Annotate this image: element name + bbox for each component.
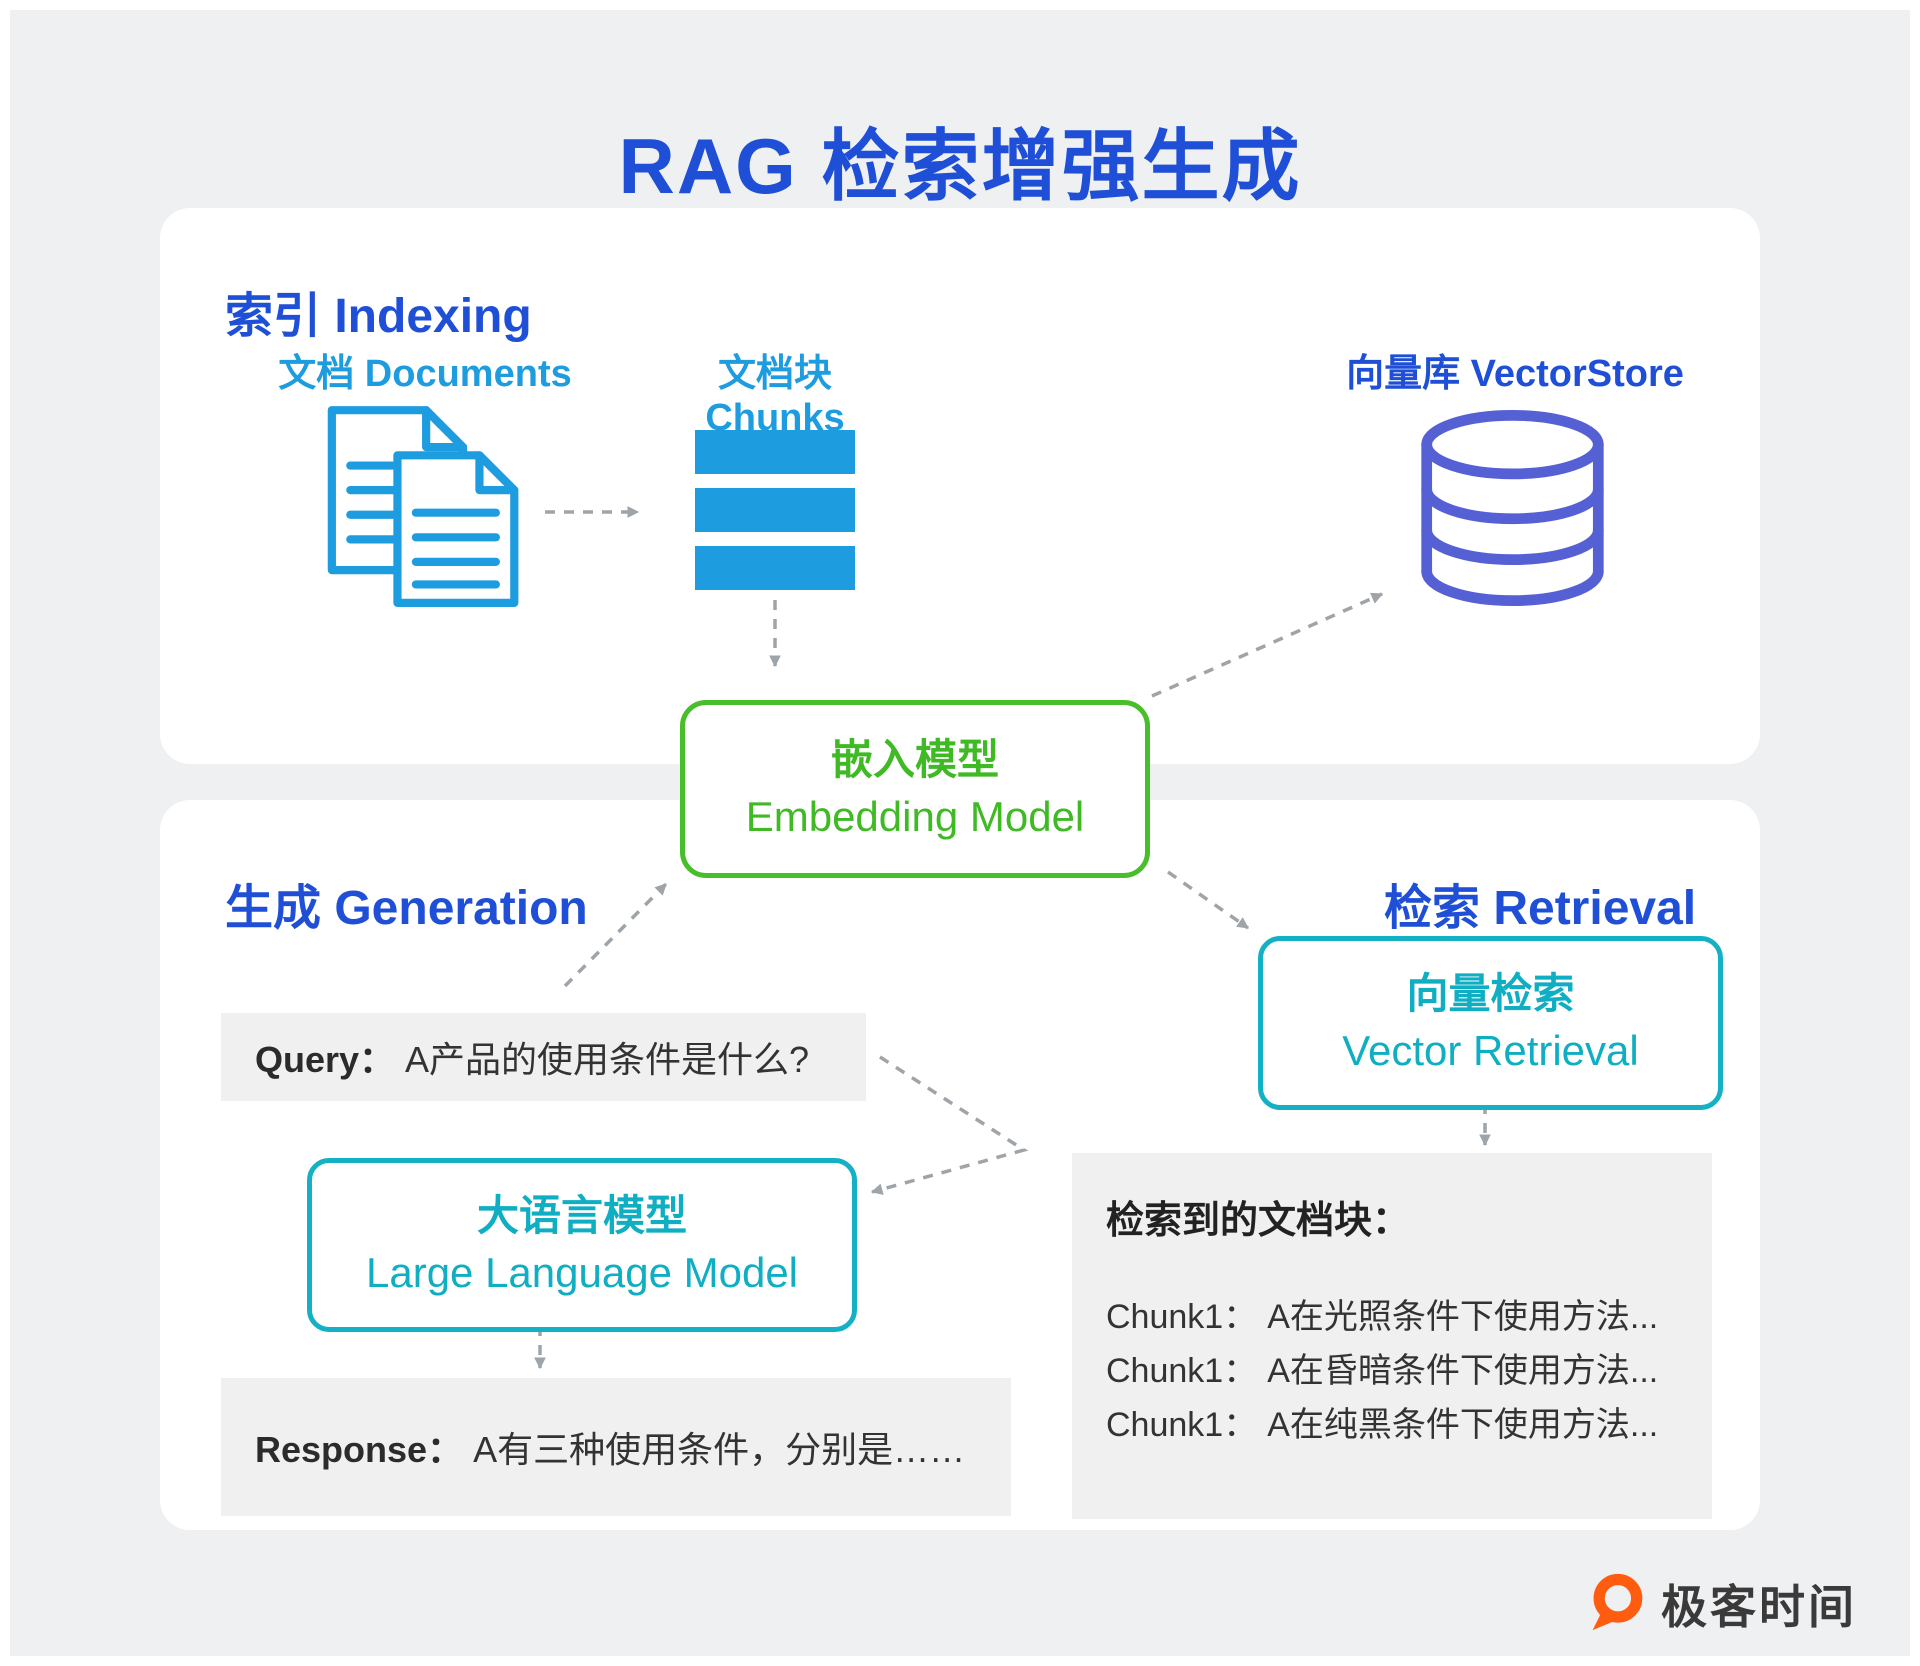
vectorstore-database-icon [1415,405,1610,615]
chunk-result-line: Chunk1：A在昏暗条件下使用方法... [1106,1344,1678,1398]
brand-footer: 极客时间 [1587,1571,1857,1637]
chunk-label: Chunk1： [1106,1406,1258,1444]
query-label: Query： [255,1039,396,1080]
documents-label: 文档 Documents [278,353,572,395]
query-box: Query： A产品的使用条件是什么? [221,1013,866,1101]
chunk-text: A在纯黑条件下使用方法... [1267,1406,1659,1444]
indexing-heading: 索引 Indexing [225,289,532,343]
chunk-result-line: Chunk1：A在光照条件下使用方法... [1106,1290,1678,1344]
response-text: A有三种使用条件，分别是…… [473,1429,966,1470]
documents-icon [315,402,525,612]
retrieved-chunks-title: 检索到的文档块： [1106,1200,1411,1242]
chunks-icon [695,430,855,595]
llm-zh: 大语言模型 [476,1192,687,1240]
llm-node: 大语言模型 Large Language Model [307,1158,857,1332]
response-box: Response： A有三种使用条件，分别是…… [221,1378,1011,1516]
chunk-result-line: Chunk1：A在纯黑条件下使用方法... [1106,1398,1678,1452]
chunks-label: 文档块 Chunks [705,353,845,439]
retrieval-heading: 检索 Retrieval [1384,881,1697,935]
vector-retrieval-en: Vector Retrieval [1342,1027,1639,1074]
llm-en: Large Language Model [365,1249,799,1296]
page-title: RAG 检索增强生成 [618,122,1302,211]
query-text: A产品的使用条件是什么? [405,1039,810,1080]
response-label: Response： [255,1429,464,1470]
vector-retrieval-node: 向量检索 Vector Retrieval [1258,936,1723,1110]
chunk-text: A在光照条件下使用方法... [1267,1298,1659,1336]
generation-heading: 生成 Generation [225,881,588,935]
vector-retrieval-zh: 向量检索 [1406,970,1575,1018]
embedding-model-zh: 嵌入模型 [830,736,999,784]
chunk-text: A在昏暗条件下使用方法... [1267,1352,1659,1390]
vectorstore-label: 向量库 VectorStore [1346,353,1684,395]
geektime-logo-icon [1587,1572,1647,1637]
chunk-label: Chunk1： [1106,1298,1258,1336]
brand-name: 极客时间 [1661,1581,1857,1633]
embedding-model-node: 嵌入模型 Embedding Model [680,700,1150,878]
retrieved-chunks-box: 检索到的文档块： Chunk1：A在光照条件下使用方法... Chunk1：A在… [1072,1153,1712,1519]
chunk-label: Chunk1： [1106,1352,1258,1390]
embedding-model-en: Embedding Model [745,793,1085,840]
